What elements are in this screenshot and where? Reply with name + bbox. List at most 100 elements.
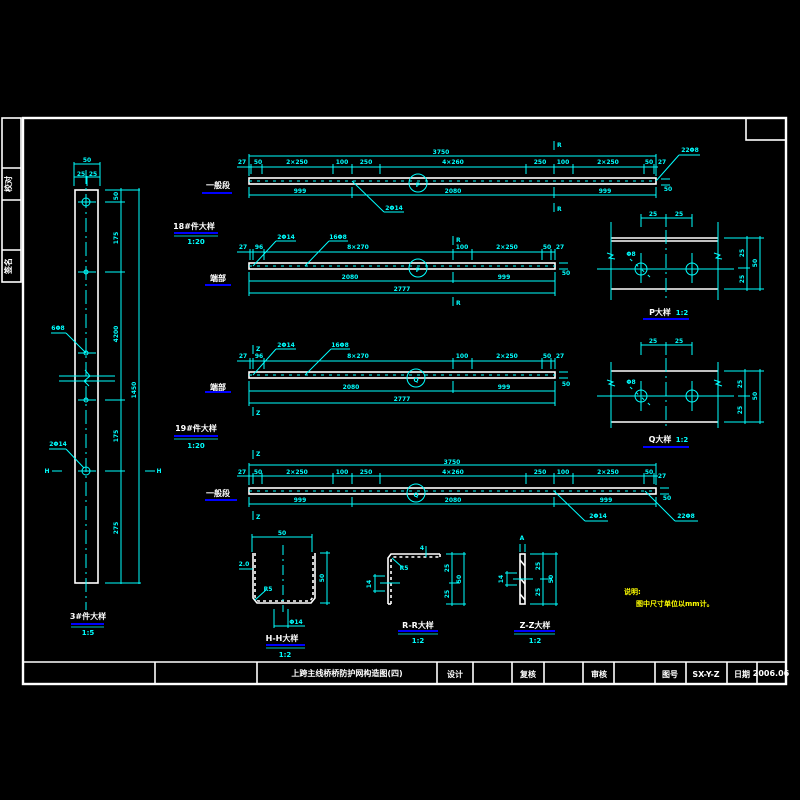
dim-beam4-top: 4×260 (442, 469, 464, 476)
dim-beam3-top: 8×270 (347, 353, 369, 360)
dim-beam4-top: 2×250 (597, 469, 619, 476)
approve-label: 审核 (591, 669, 607, 679)
drawing-no: SX-Y-Z (692, 670, 719, 679)
dim-zz-top-mark: A (520, 535, 525, 542)
side-panel: 校对 签名 (1, 117, 22, 283)
dim-beam3-bottom: 2080 (343, 384, 360, 391)
section-mark-r: R (557, 142, 562, 149)
dim-hh-height: 50 (319, 574, 326, 582)
dim-hh-hole: Φ14 (289, 619, 302, 626)
review-label: 复核 (519, 669, 536, 679)
dim-beam2-bottom: 999 (498, 274, 511, 281)
dim-left-overall: 1450 (131, 382, 138, 399)
hole-label-p: Φ8 (626, 251, 635, 258)
notes: 说明: 图中尺寸单位以mm计。 (624, 587, 714, 608)
dim-beam1-top: 100 (557, 159, 570, 166)
circle-label-q: Q (413, 377, 418, 384)
callout-beam4-left: 2Φ14 (589, 513, 607, 520)
title-part-18: 18#件大样 (173, 221, 215, 231)
label-end-19: 端部 (210, 382, 226, 392)
callout-beam1-right: 22Φ8 (681, 147, 699, 154)
callout-2phi14: 2Φ14 (49, 441, 67, 448)
dim-beam4-top: 100 (557, 469, 570, 476)
detail-p-marker-icon (408, 173, 428, 193)
dim-beam1-bottom: 2080 (445, 188, 462, 195)
dim-beam4-top: 27 (658, 473, 666, 480)
dim-beam1-top: 27 (238, 159, 246, 166)
dim-beam1-bottom: 999 (294, 188, 307, 195)
section-mark-r: R (557, 206, 562, 213)
section-mark-z: Z (256, 514, 261, 521)
section-mark-r: R (456, 237, 461, 244)
break-line-icon (606, 379, 616, 387)
dim-beam4-top: 2×250 (286, 469, 308, 476)
label-general-1: 一般段 (206, 180, 230, 190)
dim-beam4-bottom: 2080 (445, 497, 462, 504)
dim-beam1-top: 27 (658, 159, 666, 166)
dim-beam4-bottom: 999 (294, 497, 307, 504)
title-part-19: 19#件大样 (175, 423, 217, 433)
dim-beam1-top: 50 (254, 159, 262, 166)
dim-hh-radius: R5 (264, 586, 273, 593)
dim-rr-left: 14 (366, 580, 373, 588)
dim-beam3-top: 27 (556, 353, 564, 360)
side-label-proofread: 校对 (3, 176, 13, 192)
dim-beam1-top: 2×250 (597, 159, 619, 166)
side-label-signature: 签名 (3, 258, 13, 275)
title-part-3: 3#件大样 (70, 611, 106, 621)
dim-hh-width: 50 (278, 530, 286, 537)
label-general-2: 一般段 (206, 488, 230, 498)
break-line-icon (606, 252, 616, 260)
dim-beam4-top: 50 (645, 469, 653, 476)
dim-hh-thickness: 2.0 (239, 561, 250, 568)
callout-beam3-left: 2Φ14 (277, 342, 295, 349)
title-section-rr: R-R大样 (402, 620, 434, 630)
title-detail-p: P大样 (649, 307, 671, 317)
section-mark-z: Z (256, 346, 261, 353)
dim-zz-lower: 25 (535, 588, 542, 596)
section-mark-h-left: H (44, 468, 49, 475)
callout-6phi8: 6Φ8 (51, 325, 64, 332)
dim-left-half-2: 25 (89, 171, 97, 178)
break-line-icon (713, 252, 723, 260)
scale-section-zz: 1:2 (529, 637, 542, 645)
drawing-no-label: 图号 (662, 670, 678, 679)
callout-beam2-right: 16Φ8 (329, 234, 347, 241)
dim-beam2-top: 27 (239, 244, 247, 251)
detail-p-marker-icon (408, 258, 428, 278)
circle-label-p: P (416, 267, 421, 274)
dim-beam3-bottom: 999 (498, 384, 511, 391)
dim-zz-upper: 25 (535, 562, 542, 570)
title-block: 上跨主线桥桥防护网构造图(四) 设计 复核 审核 图号 SX-Y-Z 日期 20… (23, 661, 790, 684)
callout-beam1-left: 2Φ14 (385, 205, 403, 212)
dim-beam1-bottom: 999 (599, 188, 612, 195)
section-mark-r: R (456, 300, 461, 307)
drawing-frame (21, 116, 788, 686)
notes-heading: 说明: (624, 587, 641, 596)
detail-q-marker-icon (406, 368, 426, 388)
callout-beam3-right: 16Φ8 (331, 342, 349, 349)
dim-left-width: 50 (83, 157, 91, 164)
scale-section-hh: 1:2 (279, 651, 292, 659)
dim-beam1-top: 250 (534, 159, 547, 166)
dim-beam2-top: 96 (255, 244, 263, 251)
circle-label-p: P (416, 182, 421, 189)
date-label: 日期 (734, 669, 750, 679)
scale-section-rr: 1:2 (412, 637, 425, 645)
scale-part-19: 1:20 (187, 442, 205, 450)
dim-beam2-top: 8×270 (347, 244, 369, 251)
dim-q-top-right: 25 (675, 338, 683, 345)
dim-rr-radius: R5 (400, 565, 409, 572)
dim-beam4-top: 250 (534, 469, 547, 476)
beam-end-19: 端部 Q 27 96 8×270 100 2×250 50 27 2080 99… (174, 342, 570, 450)
circle-label-q: Q (413, 492, 418, 499)
dim-beam4-top: 50 (254, 469, 262, 476)
title-section-hh: H-H大样 (266, 633, 299, 643)
callout-beam4-right: 22Φ8 (677, 513, 695, 520)
dim-beam2-top: 27 (556, 244, 564, 251)
drawing-title: 上跨主线桥桥防护网构造图(四) (291, 668, 402, 678)
left-detail-3: 50 25 25 50 175 4200 175 275 1450 (44, 157, 161, 637)
dim-left-seg3: 175 (113, 430, 120, 443)
beam-general-top: 一般段 P 3750 27 50 2×250 100 250 4×260 250… (202, 141, 700, 213)
